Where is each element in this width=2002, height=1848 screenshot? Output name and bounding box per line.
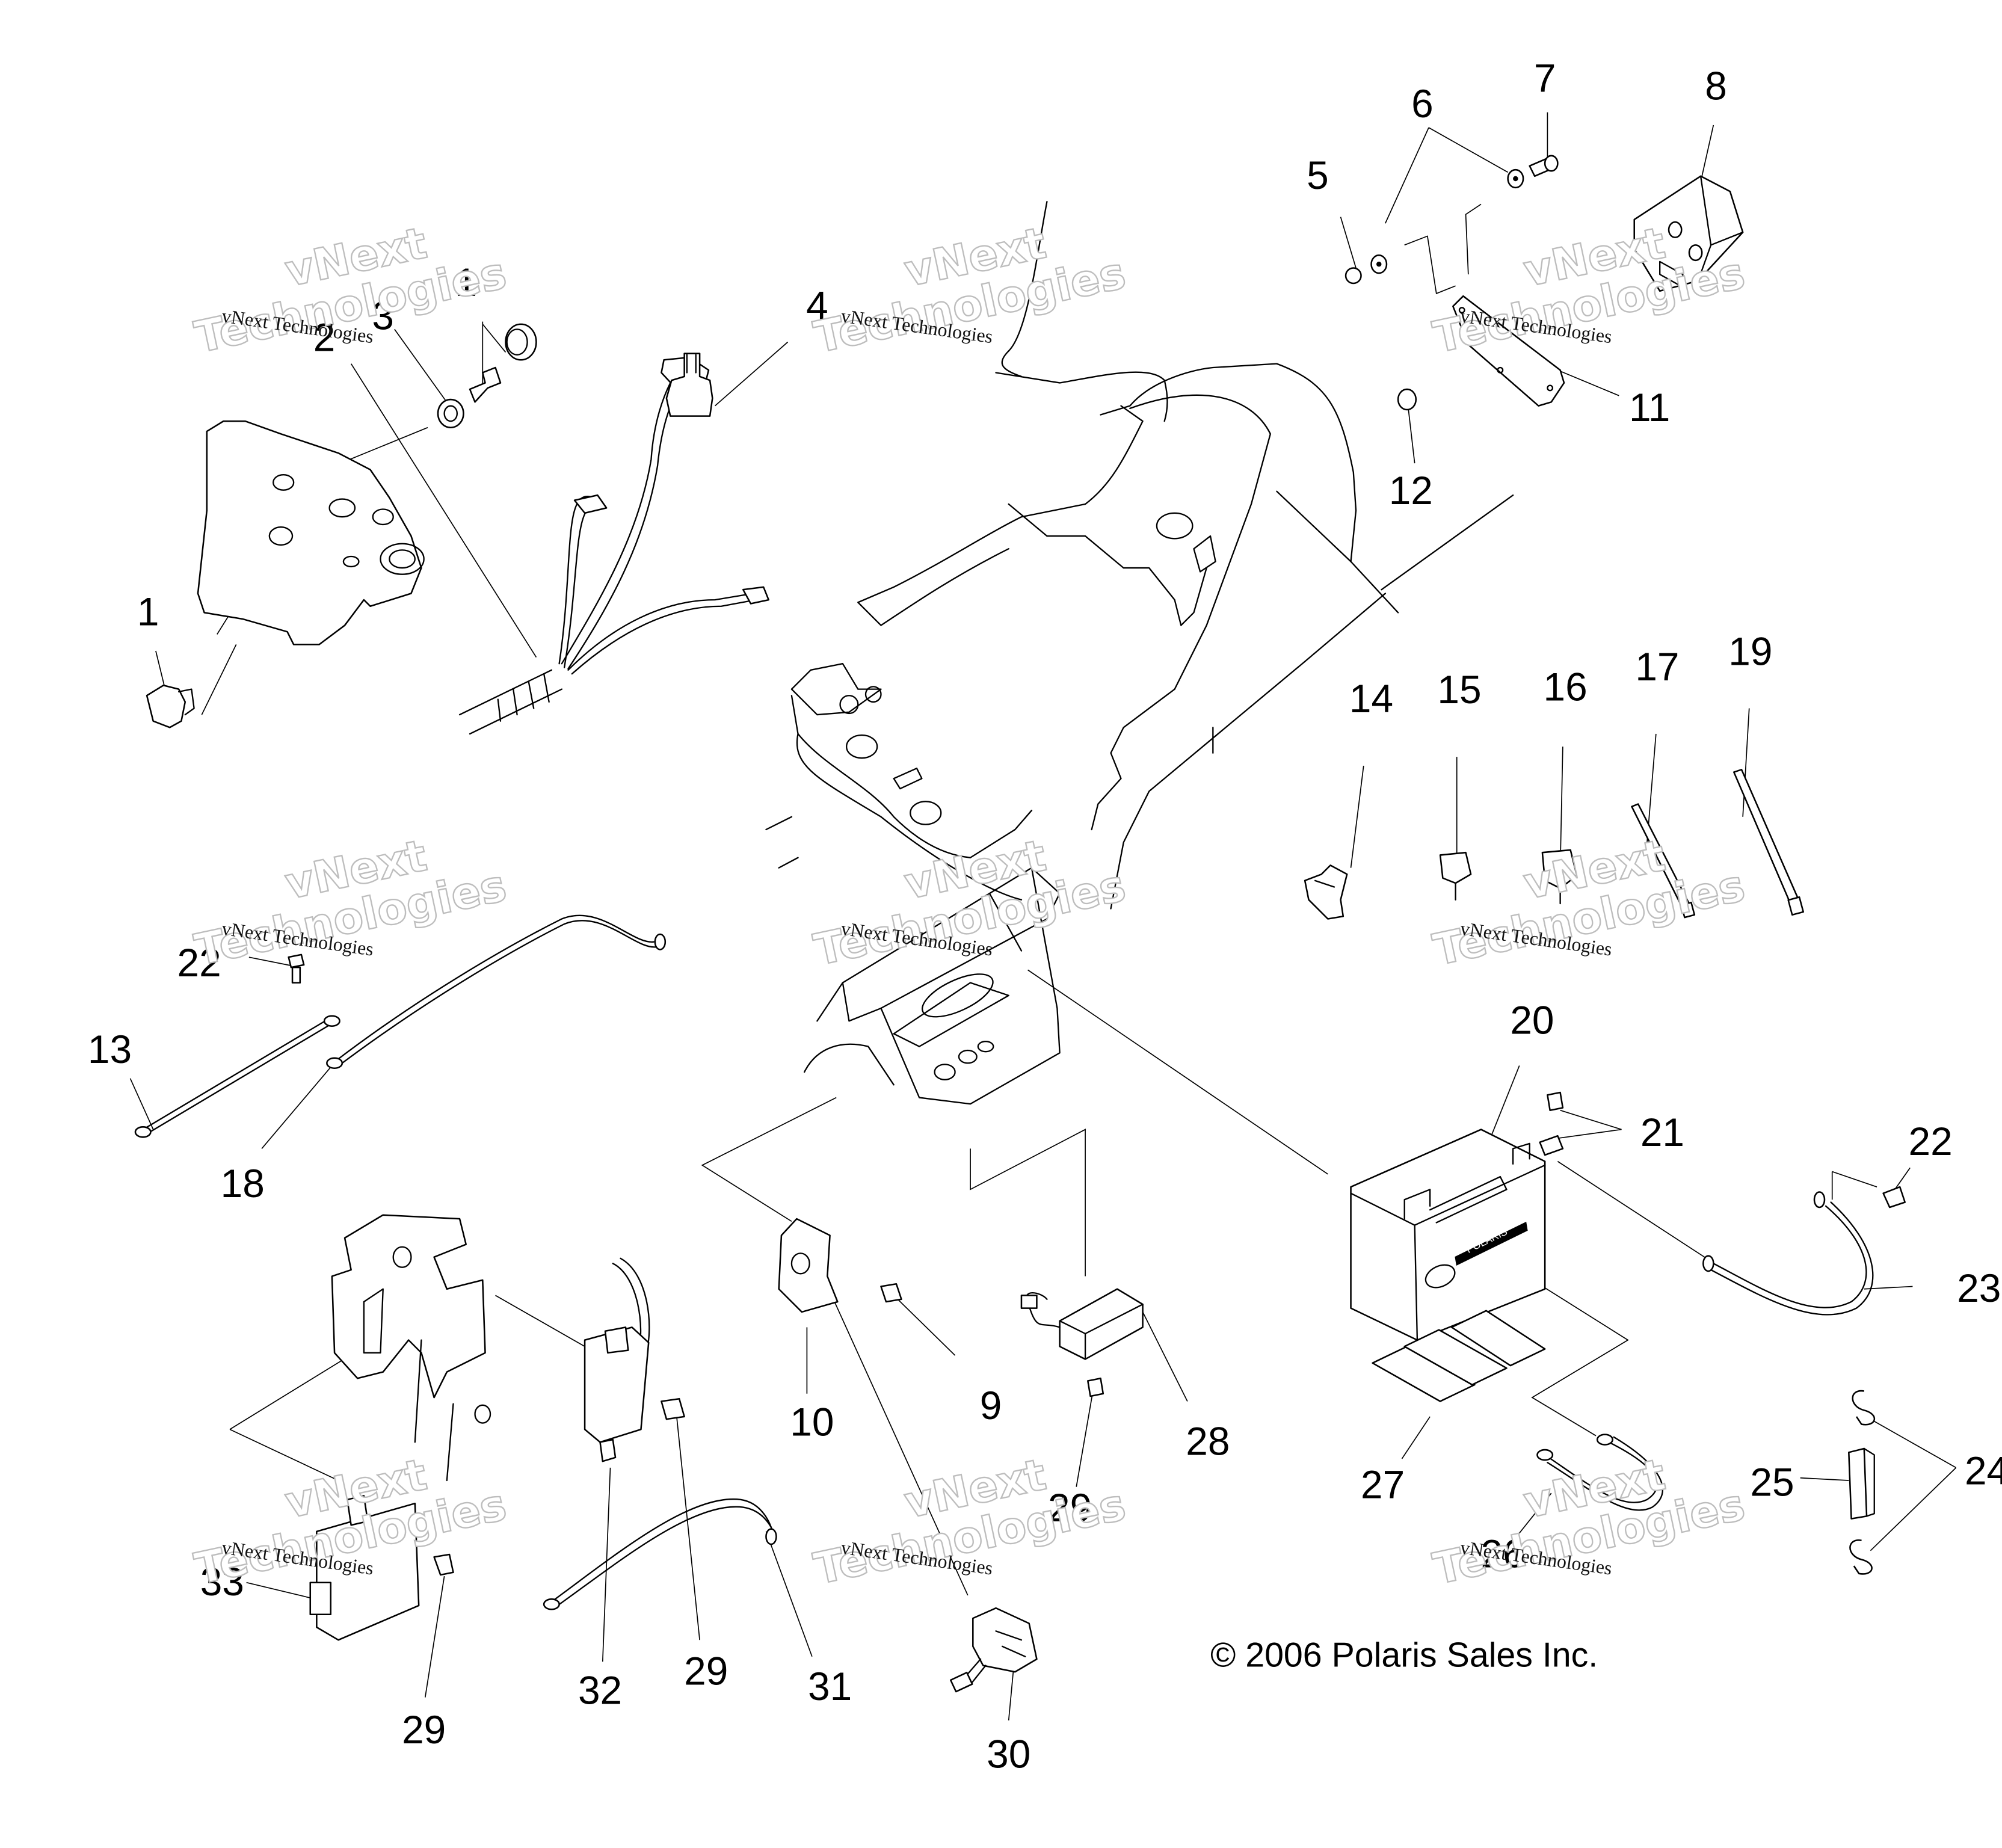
switch-cover[interactable]: [197, 420, 425, 645]
callout-4: 4: [806, 283, 828, 327]
callout-16: 16: [1544, 665, 1588, 709]
spark-plug-cable[interactable]: [543, 1498, 777, 1610]
callout-23: 23: [1957, 1266, 2001, 1310]
battery-pads[interactable]: [1372, 1310, 1546, 1402]
callout-11: 11: [1629, 385, 1670, 430]
callout-7: 7: [1534, 56, 1556, 100]
leader-lines: [129, 112, 1957, 1720]
negative-battery-cable[interactable]: [1536, 1434, 1663, 1511]
rear-fender-body: [857, 201, 1514, 910]
callout-19: 19: [1728, 629, 1772, 673]
nut[interactable]: [1344, 267, 1362, 285]
callout-33: 33: [200, 1559, 244, 1604]
copyright-notice: © 2006 Polaris Sales Inc.: [1210, 1636, 1598, 1675]
cable-clamp-large[interactable]: [1541, 849, 1578, 905]
s-hook-upper[interactable]: [1852, 1390, 1876, 1426]
battery[interactable]: POLARIS: [1350, 1129, 1546, 1341]
ignition-key[interactable]: [469, 323, 537, 403]
callout-17: 17: [1635, 644, 1679, 689]
callout-22: 22: [177, 940, 221, 985]
battery-bolt[interactable]: [1547, 1091, 1564, 1112]
frame-assembly: [765, 663, 1061, 1105]
callout-14: 14: [1349, 676, 1393, 721]
relay-bracket[interactable]: [778, 1218, 839, 1313]
callout-18: 18: [221, 1161, 265, 1206]
callout-1: 1: [137, 590, 159, 634]
callout-29: 29: [402, 1707, 446, 1752]
battery-nut[interactable]: [1539, 1135, 1564, 1156]
callout-24: 24: [1965, 1448, 2002, 1492]
bulb-socket[interactable]: [665, 353, 713, 417]
callout-15: 15: [1437, 667, 1481, 712]
callout-26: 26: [1481, 1531, 1525, 1575]
relay-block[interactable]: [1633, 175, 1744, 292]
screw-29-left[interactable]: [433, 1553, 454, 1576]
screw-9[interactable]: [880, 1283, 902, 1303]
callout-22: 22: [1909, 1119, 1953, 1163]
ground-cable-long[interactable]: [326, 914, 667, 1070]
voltage-regulator[interactable]: [1020, 1288, 1144, 1360]
callout-6: 6: [1411, 81, 1434, 126]
cable-tie-short[interactable]: [1631, 803, 1696, 919]
nut-12[interactable]: [1397, 388, 1417, 411]
callout-5: 5: [1307, 153, 1329, 197]
cable-clamp-small[interactable]: [1439, 851, 1472, 901]
callout-30: 30: [987, 1731, 1030, 1776]
callout-13: 13: [88, 1027, 132, 1071]
callout-31: 31: [808, 1664, 852, 1708]
battery-bolt-right[interactable]: [1882, 1186, 1906, 1209]
washer[interactable]: [1370, 254, 1388, 274]
callout-25: 25: [1750, 1459, 1794, 1504]
callout-1: 1: [455, 260, 477, 304]
ignition-coil[interactable]: [584, 1257, 650, 1462]
washer-upper[interactable]: [1507, 168, 1524, 189]
cable-tie-long[interactable]: [1733, 769, 1804, 916]
s-hook-lower[interactable]: [1849, 1539, 1873, 1575]
ground-bolt-left[interactable]: [288, 953, 305, 984]
screw-29-mid[interactable]: [1087, 1377, 1104, 1397]
mounting-plate[interactable]: [1452, 295, 1565, 407]
callout-27: 27: [1361, 1462, 1405, 1507]
starter-solenoid[interactable]: [949, 1607, 1038, 1693]
callout-9: 9: [980, 1383, 1002, 1428]
screw-29-center[interactable]: [661, 1397, 685, 1420]
callout-28: 28: [1186, 1419, 1230, 1464]
mounting-bracket[interactable]: [331, 1214, 491, 1482]
callout-12: 12: [1389, 468, 1433, 513]
callout-3: 3: [372, 293, 394, 337]
callout-20: 20: [1510, 997, 1554, 1042]
callout-2: 2: [313, 315, 336, 359]
callout-10: 10: [790, 1400, 834, 1444]
callout-29: 29: [1048, 1485, 1092, 1530]
callout-29: 29: [684, 1648, 728, 1693]
callout-21: 21: [1640, 1110, 1684, 1154]
wiring-harness[interactable]: [458, 356, 769, 735]
ground-cable-short[interactable]: [134, 1015, 340, 1138]
cdi-module[interactable]: [309, 1495, 420, 1641]
key-switch-plug[interactable]: [146, 684, 195, 728]
positive-battery-cable[interactable]: [1702, 1191, 1874, 1316]
switch-nut[interactable]: [437, 398, 464, 428]
bolt[interactable]: [1529, 155, 1559, 177]
battery-strap-holder[interactable]: [1848, 1447, 1875, 1520]
callout-8: 8: [1705, 63, 1727, 108]
callout-32: 32: [578, 1668, 622, 1712]
wire-clip[interactable]: [1304, 864, 1348, 920]
